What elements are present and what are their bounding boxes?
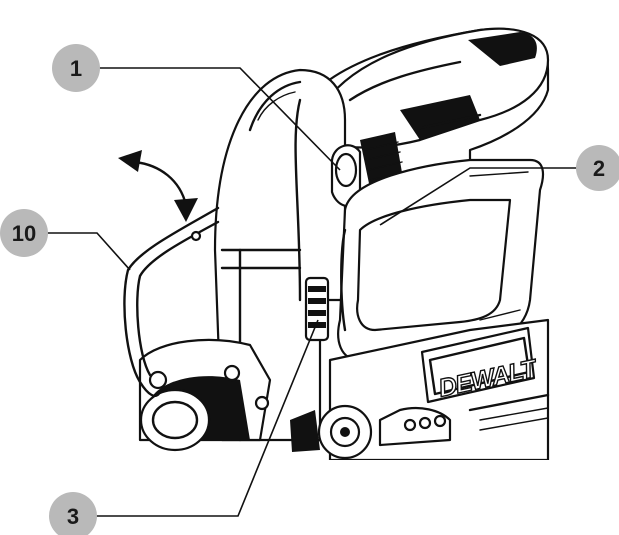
tool-illustration: DEWALT bbox=[0, 27, 619, 535]
leader-lines bbox=[47, 67, 577, 517]
callout-1: 1 bbox=[52, 44, 100, 92]
speed-dial bbox=[304, 276, 330, 342]
rotation-arrow bbox=[118, 150, 198, 222]
blade-clamp-knob bbox=[290, 404, 452, 460]
main-handle bbox=[337, 158, 545, 362]
callout-2: 2 bbox=[576, 145, 619, 191]
leader-10 bbox=[47, 232, 131, 271]
callout-2-label: 2 bbox=[593, 156, 605, 181]
leader-3 bbox=[96, 319, 319, 517]
callout-10: 10 bbox=[0, 209, 48, 257]
base-shoe bbox=[138, 338, 272, 452]
pivot-guard bbox=[123, 206, 220, 397]
callout-3-label: 3 bbox=[67, 504, 79, 529]
callout-10-label: 10 bbox=[12, 221, 36, 246]
callout-3: 3 bbox=[49, 492, 97, 535]
leader-1 bbox=[99, 67, 341, 171]
lock-button bbox=[330, 144, 362, 208]
leader-2 bbox=[379, 167, 577, 226]
callout-1-label: 1 bbox=[70, 56, 82, 81]
